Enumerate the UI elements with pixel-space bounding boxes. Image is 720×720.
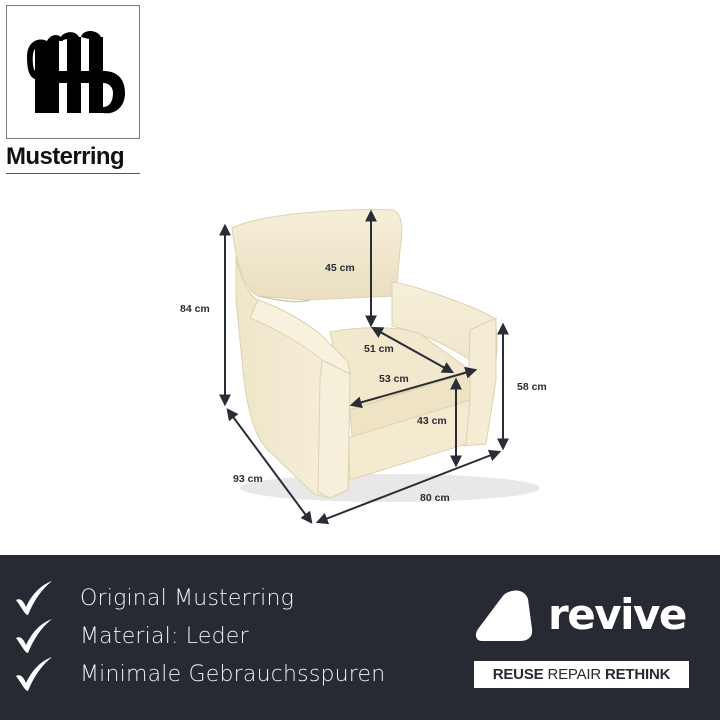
musterring-monogram-icon [27, 31, 125, 114]
dimension-width: 80 cm [420, 492, 450, 504]
revive-logo: revive REUSE REPAIR RETHINK [474, 585, 694, 688]
dimension-seat-depth: 51 cm [364, 343, 394, 355]
checkmark-icon [14, 579, 56, 617]
tagline-rethink: RETHINK [604, 666, 671, 683]
checkmark-icon [14, 655, 56, 693]
brand-divider [6, 173, 140, 174]
checkmark-icon [14, 617, 56, 655]
dimension-depth: 93 cm [233, 473, 263, 485]
dimension-seat-height: 43 cm [417, 415, 447, 427]
revive-shape-icon [475, 590, 533, 641]
revive-tagline: REUSE REPAIR RETHINK [474, 661, 689, 688]
dimension-backrest-height: 45 cm [325, 262, 355, 274]
revive-wordmark: revive [548, 589, 687, 639]
feature-item: Material: Leder [14, 617, 385, 655]
brand-logo: Musterring [6, 5, 142, 174]
revive-mark: revive [474, 585, 694, 649]
feature-label: Original Musterring [80, 585, 295, 611]
feature-item: Minimale Gebrauchsspuren [14, 655, 385, 693]
feature-label: Material: Leder [80, 623, 249, 649]
tagline-repair: REPAIR [547, 666, 601, 683]
footer-banner: Original Musterring Material: Leder Mini… [0, 555, 720, 720]
dimension-seat-width: 53 cm [379, 373, 409, 385]
dimension-height-total: 84 cm [180, 303, 210, 315]
feature-item: Original Musterring [14, 579, 385, 617]
feature-label: Minimale Gebrauchsspuren [80, 661, 386, 687]
armchair-image [219, 209, 540, 525]
brand-logo-box [6, 5, 140, 139]
brand-name: Musterring [6, 143, 125, 170]
tagline-reuse: REUSE [492, 666, 544, 683]
feature-list: Original Musterring Material: Leder Mini… [14, 579, 385, 693]
dimension-armrest-height: 58 cm [517, 381, 547, 393]
product-dimension-diagram: 84 cm 45 cm 51 cm 53 cm 43 cm 58 cm 93 c… [0, 190, 720, 550]
